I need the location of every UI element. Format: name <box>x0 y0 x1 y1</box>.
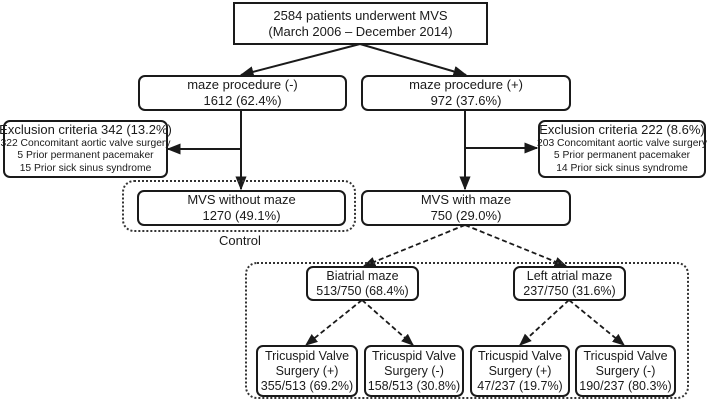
biatrial-maze-count: 513/750 (68.4%) <box>316 283 409 298</box>
tricuspid-box: Tricuspid Valve Surgery (-) 190/237 (80.… <box>575 345 676 397</box>
exclusion-left-item: 5 Prior permanent pacemaker <box>17 150 154 162</box>
maze-negative-count: 1612 (62.4%) <box>203 93 282 108</box>
mvs-without-maze-count: 1270 (49.1%) <box>202 208 281 223</box>
biatrial-maze-label: Biatrial maze <box>326 268 399 283</box>
tricuspid-line2: Surgery (+) <box>488 363 552 378</box>
root-line1: 2584 patients underwent MVS <box>273 7 448 23</box>
tricuspid-box: Tricuspid Valve Surgery (+) 355/513 (69.… <box>256 345 358 397</box>
exclusion-right-item: 203 Concomitant aortic valve surgery <box>537 137 707 149</box>
exclusion-right-head: Exclusion criteria 222 (8.6%) <box>539 121 705 137</box>
mvs-without-maze-label: MVS without maze <box>187 192 296 208</box>
tricuspid-box: Tricuspid Valve Surgery (-) 158/513 (30.… <box>364 345 464 397</box>
left-atrial-maze-count: 237/750 (31.6%) <box>523 283 616 298</box>
maze-negative-box: maze procedure (-) 1612 (62.4%) <box>138 75 347 111</box>
arrow-root-to-maze-neg <box>239 43 361 78</box>
arrow-root-to-maze-pos <box>359 43 468 77</box>
arrow-left-atrial-to-tv4 <box>568 299 625 346</box>
left-atrial-maze-label: Left atrial maze <box>526 268 613 283</box>
tricuspid-line2: Surgery (-) <box>595 363 656 378</box>
root-box: 2584 patients underwent MVS (March 2006 … <box>233 2 488 45</box>
biatrial-maze-box: Biatrial maze 513/750 (68.4%) <box>306 266 419 301</box>
arrow-mvs-with-to-biatrial <box>362 224 466 267</box>
tricuspid-count: 190/237 (80.3%) <box>579 378 672 393</box>
exclusion-left-box: Exclusion criteria 342 (13.2%) 322 Conco… <box>0 120 172 178</box>
maze-negative-label: maze procedure (-) <box>187 77 298 93</box>
root-line2: (March 2006 – December 2014) <box>268 23 453 39</box>
arrow-biatrial-to-tv2 <box>361 299 414 346</box>
tricuspid-line1: Tricuspid Valve <box>371 348 457 363</box>
mvs-with-maze-count: 750 (29.0%) <box>430 208 502 223</box>
maze-positive-count: 972 (37.6%) <box>430 93 502 108</box>
tricuspid-line2: Surgery (+) <box>275 363 339 378</box>
mvs-with-maze-label: MVS with maze <box>420 192 512 208</box>
tricuspid-line1: Tricuspid Valve <box>264 348 350 363</box>
tricuspid-line2: Surgery (-) <box>384 363 444 378</box>
tricuspid-line1: Tricuspid Valve <box>477 348 563 363</box>
tricuspid-count: 47/237 (19.7%) <box>477 378 563 393</box>
tricuspid-count: 158/513 (30.8%) <box>367 378 461 393</box>
arrow-mvs-with-to-left-atrial <box>464 224 568 267</box>
mvs-with-maze-box: MVS with maze 750 (29.0%) <box>361 190 571 226</box>
arrow-left-atrial-to-tv3 <box>519 299 570 346</box>
arrow-biatrial-to-tv1 <box>305 299 363 346</box>
control-label: Control <box>219 233 261 248</box>
exclusion-right-item: 5 Prior permanent pacemaker <box>553 150 691 162</box>
exclusion-left-item: 15 Prior sick sinus syndrome <box>19 163 152 175</box>
exclusion-left-head: Exclusion criteria 342 (13.2%) <box>0 121 172 137</box>
left-atrial-maze-box: Left atrial maze 237/750 (31.6%) <box>513 266 626 301</box>
tricuspid-line1: Tricuspid Valve <box>583 348 668 363</box>
maze-positive-box: maze procedure (+) 972 (37.6%) <box>361 75 571 111</box>
maze-positive-label: maze procedure (+) <box>409 77 523 93</box>
maze-subgroup <box>245 262 689 399</box>
exclusion-left-item: 322 Concomitant aortic valve surgery <box>0 137 171 149</box>
exclusion-right-box: Exclusion criteria 222 (8.6%) 203 Concom… <box>537 120 707 178</box>
control-group <box>122 180 356 232</box>
tricuspid-count: 355/513 (69.2%) <box>260 378 354 393</box>
exclusion-right-item: 14 Prior sick sinus syndrome <box>556 163 688 175</box>
tricuspid-box: Tricuspid Valve Surgery (+) 47/237 (19.7… <box>470 345 570 397</box>
mvs-without-maze-box: MVS without maze 1270 (49.1%) <box>137 190 346 226</box>
